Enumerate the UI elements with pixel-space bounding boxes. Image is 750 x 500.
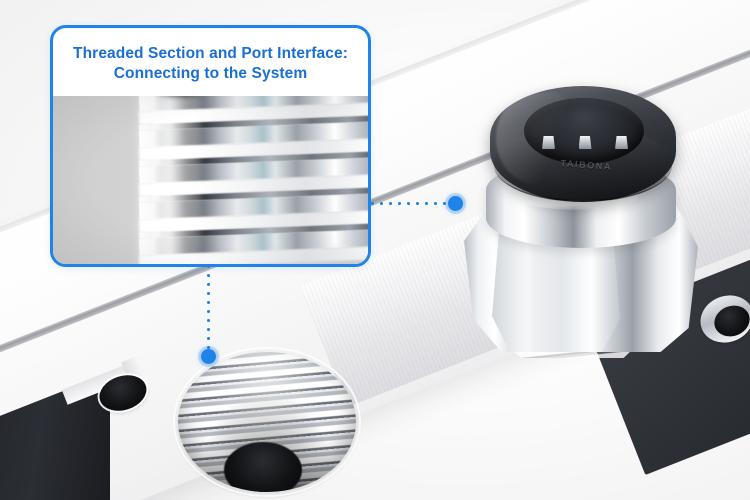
- leader-line-to-fitting: [368, 202, 450, 205]
- port-thread-bore: [178, 352, 356, 492]
- fitting-gripper-teeth: [542, 136, 628, 152]
- port-marker: [201, 349, 216, 364]
- threaded-port: [178, 352, 356, 492]
- callout-title: Threaded Section and Port Interface: Con…: [53, 28, 368, 94]
- port-inner-opening: [224, 441, 303, 492]
- port-outer-rim: [175, 349, 359, 495]
- leader-line-to-port: [207, 262, 210, 354]
- callout-card: Threaded Section and Port Interface: Con…: [50, 25, 371, 267]
- fitting-thread-marker: [448, 196, 463, 211]
- callout-magnified-image: [53, 96, 368, 264]
- callout-title-line-1: Threaded Section and Port Interface:: [73, 45, 348, 62]
- gripper-tooth: [615, 136, 628, 149]
- macro-edge-glow: [131, 96, 201, 264]
- gripper-tooth: [578, 136, 592, 149]
- macro-vignette: [53, 96, 368, 264]
- gripper-tooth: [542, 136, 555, 149]
- callout-title-line-2: Connecting to the System: [113, 64, 308, 82]
- cap-specular-highlight: [496, 92, 576, 184]
- fitting-cap-bore: [524, 98, 644, 164]
- push-to-connect-fitting: TAIBONA: [458, 74, 708, 374]
